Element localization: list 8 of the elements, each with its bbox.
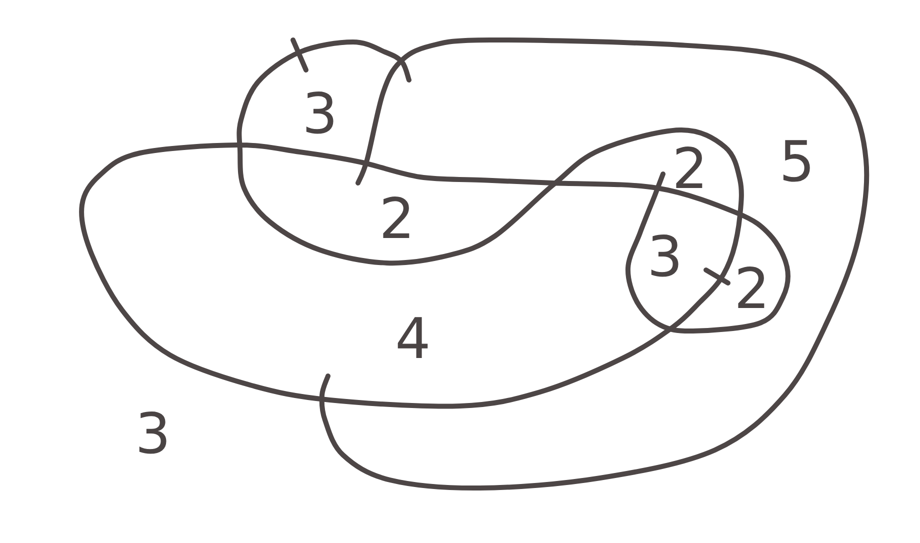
region-number: 4 <box>395 312 431 368</box>
region-number: 3 <box>647 230 683 286</box>
region-number: 3 <box>135 407 171 463</box>
region-number: 2 <box>379 192 415 248</box>
region-number: 3 <box>302 87 338 143</box>
region-number: 5 <box>779 135 815 191</box>
region-number: 2 <box>734 262 770 318</box>
region-number: 2 <box>672 142 708 198</box>
